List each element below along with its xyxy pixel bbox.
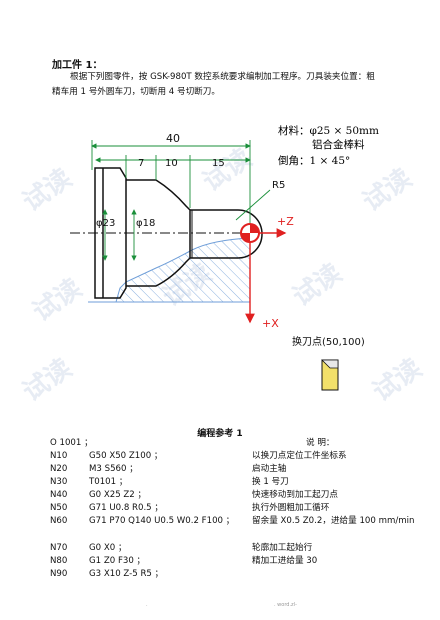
code-text: G71 P70 Q140 U0.5 W0.2 F100 ； [89, 516, 235, 526]
x-axis-label: +X [262, 317, 279, 330]
diameter-large-label: φ23 [96, 218, 115, 229]
footer-right: . word.zl- [274, 602, 297, 608]
material-line-2: 铝合金棒料 [312, 138, 365, 151]
tool-change-point-label: 换刀点(50,100) [292, 335, 365, 348]
block-number: N60 [50, 516, 68, 526]
chamfer-note: 倒角：1 × 45° [278, 155, 350, 167]
comment-text: 启动主轴 [252, 464, 287, 474]
dimension-lines [91, 140, 271, 261]
block-number: N40 [50, 490, 68, 500]
comment-text: 轮廓加工起始行 [252, 543, 313, 553]
block-number: O 1001 ； [50, 438, 93, 448]
radius-label: R5 [272, 180, 285, 191]
comment-text: 留余量 X0.5 Z0.2，进给量 100 mm/min [252, 516, 415, 526]
code-text: G1 Z0 F30 ； [89, 556, 146, 566]
material-line-1: 材料：φ25 × 50mm [278, 124, 379, 137]
comment-text: 说 明： [306, 438, 335, 448]
program-title: 编程参考 1 [197, 429, 243, 439]
comment-text: 执行外圆粗加工循环 [252, 503, 330, 513]
intro-paragraph: 根据下列图零件，按 GSK-980T 数控系统要求编制加工程序。刀具装夹位置：粗… [52, 70, 404, 100]
diameter-small-label: φ18 [136, 218, 155, 229]
comment-text: 精加工进给量 30 [252, 556, 318, 566]
block-number: N90 [50, 569, 68, 579]
block-number: N10 [50, 451, 68, 461]
origin-icon [240, 223, 260, 243]
code-text: G0 X0 ； [89, 543, 127, 553]
comment-text: 以换刀点定位工件坐标系 [252, 451, 347, 461]
block-number: N20 [50, 464, 68, 474]
code-text: G50 X50 Z100 ； [89, 451, 163, 461]
dim-total-label: 40 [166, 132, 180, 145]
comment-text: 换 1 号刀 [252, 477, 289, 487]
comment-text: 快速移动到加工起刀点 [252, 490, 338, 500]
intro-line-2: 精车用 1 号外圆车刀，切断用 4 号切断刀。 [52, 87, 220, 97]
code-text: G71 U0.8 R0.5 ； [89, 503, 163, 513]
code-text: G0 X25 Z2 ； [89, 490, 147, 500]
section-heading: 加工件 1： [52, 60, 103, 71]
block-number: N70 [50, 543, 68, 553]
footer-mid: . [146, 602, 148, 608]
stock-hatch [88, 237, 251, 303]
dim-7-label: 7 [138, 158, 144, 169]
code-text: G3 X10 Z-5 R5 ； [89, 569, 164, 579]
cutting-tool-icon [321, 359, 339, 391]
block-number: N50 [50, 503, 68, 513]
block-number: N80 [50, 556, 68, 566]
dim-10-label: 10 [165, 158, 178, 169]
code-text: M3 S560 ； [89, 464, 138, 474]
code-text: T0101 ； [89, 477, 128, 487]
intro-line-1: 根据下列图零件，按 GSK-980T 数控系统要求编制加工程序。刀具装夹位置：粗 [70, 72, 375, 82]
block-number: N30 [50, 477, 68, 487]
z-axis-label: +Z [277, 215, 294, 228]
part-drawing: 40 7 10 15 R5 φ23 φ18 +Z +X 材料：φ25 × 50m… [70, 124, 379, 391]
dim-15-label: 15 [212, 158, 225, 169]
